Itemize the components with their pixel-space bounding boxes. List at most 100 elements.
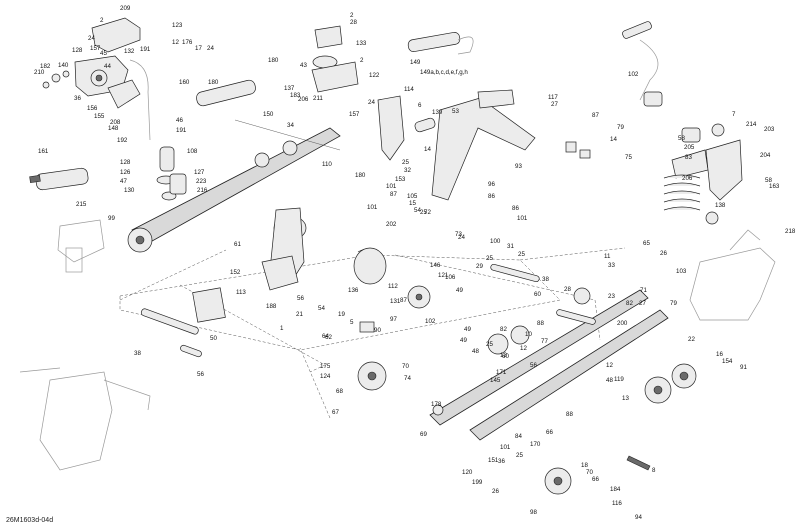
callout-label: 65 (643, 240, 650, 247)
callout-label: 208 (110, 119, 121, 126)
callout-label: 25 (516, 452, 523, 459)
callout-label: 69 (420, 431, 427, 438)
callout-label: 10 (525, 331, 532, 338)
callout-label: 60 (502, 353, 509, 360)
callout-label: 114 (404, 86, 414, 93)
callout-label: 24 (368, 99, 375, 106)
callout-label: 199 (472, 479, 483, 486)
callout-label: 182 (40, 63, 51, 70)
callout-label: 46 (176, 117, 183, 124)
callout-label: 133 (356, 40, 367, 47)
callout-label: 83 (685, 154, 692, 161)
callout-label: 188 (266, 303, 277, 310)
callout-label: 25 (420, 209, 427, 216)
callout-label: 14 (610, 136, 617, 143)
callout-label: 27 (639, 300, 646, 307)
callout-label: 66 (592, 476, 599, 483)
callout-label: 148 (108, 125, 119, 132)
callout-label: 153 (395, 176, 406, 183)
callout-label: 74 (404, 375, 411, 382)
callout-label: 184 (610, 486, 621, 493)
callout-label: 137 (284, 85, 295, 92)
callout-label: 170 (530, 441, 541, 448)
ghost-assembly-163 (19, 367, 151, 471)
callout-label: 161 (38, 148, 49, 155)
callout-label: 71 (640, 287, 647, 294)
callout-label: 178 (431, 401, 442, 408)
callout-label: 108 (187, 148, 198, 155)
callout-label: 12 (520, 345, 527, 352)
callout-label: 49 (464, 326, 471, 333)
callout-label: 210 (34, 69, 45, 76)
callout-label: 38 (134, 350, 141, 357)
callout-label: 87 (390, 191, 397, 198)
callout-label: 1 (280, 325, 284, 332)
callout-label: 101 (367, 204, 378, 211)
callout-label: 203 (764, 126, 775, 133)
callout-label: 200 (617, 320, 628, 327)
callout-label: 102 (425, 318, 436, 325)
callout-label: 29 (476, 263, 483, 270)
callout-label: 25 (486, 255, 493, 262)
callout-label: 38 (542, 276, 549, 283)
callout-label: 152 (230, 269, 241, 276)
callout-label: 123 (172, 22, 183, 29)
spring-184 (626, 455, 651, 471)
callout-label: 33 (608, 262, 615, 269)
callout-label: 180 (355, 172, 366, 179)
callout-label: 127 (194, 169, 205, 176)
callout-label: 112 (388, 283, 398, 290)
callout-label: 192 (117, 137, 128, 144)
callout-label: 139 (432, 109, 443, 116)
callout-label: 116 (612, 500, 622, 507)
shafts (140, 263, 596, 358)
callout-label: 12 (606, 362, 613, 369)
callout-label: 138 (715, 202, 726, 209)
upper-shock-assembly (311, 21, 663, 107)
callout-label: 157 (90, 45, 101, 52)
callout-label: 223 (196, 178, 207, 185)
callout-label: 202 (386, 221, 397, 228)
callout-label: 2 (100, 17, 104, 24)
callout-label: 160 (179, 79, 190, 86)
callout-label: 128 (120, 159, 131, 166)
callout-label: 48 (606, 377, 613, 384)
callout-label: 56 (297, 295, 304, 302)
callout-label: 68 (336, 388, 343, 395)
callout-label: 72 (424, 209, 431, 216)
callout-label: 14 (424, 146, 431, 153)
callout-label: 15 (409, 200, 416, 207)
rear-spring-shock (663, 123, 743, 225)
callout-label: 209 (120, 5, 131, 12)
callout-label: 6 (418, 102, 422, 109)
callout-label: 176 (182, 39, 193, 46)
callout-label: 90 (374, 327, 381, 334)
callout-label: 79 (617, 124, 624, 131)
callout-label: 73 (455, 231, 462, 238)
callout-label: 44 (104, 63, 111, 70)
callout-label: 11 (604, 253, 611, 260)
idler-wheels (357, 287, 697, 495)
callout-label: 163 (769, 183, 780, 190)
callout-label: 64 (322, 333, 329, 340)
callout-label: 206 (682, 175, 693, 182)
callout-label: 24 (88, 35, 95, 42)
callout-label: 136 (348, 287, 359, 294)
callout-label: 101 (517, 215, 528, 222)
front-arm-bracket-assembly (42, 17, 256, 201)
callout-label: 121 (438, 272, 449, 279)
callout-label: 26 (492, 488, 499, 495)
callout-label: 211 (313, 95, 323, 102)
callout-label: 132 (124, 48, 135, 55)
callout-label: 2 (360, 57, 364, 64)
callout-label: 82 (626, 300, 633, 307)
callout-label: 62 (325, 334, 332, 341)
callout-label: 156 (87, 105, 98, 112)
callout-label: 79 (670, 300, 677, 307)
callout-label: 47 (120, 178, 127, 185)
callout-label: 56 (530, 362, 537, 369)
callout-label: 32 (404, 167, 411, 174)
callout-label: 84 (515, 433, 522, 440)
callout-label: 146 (430, 262, 441, 269)
